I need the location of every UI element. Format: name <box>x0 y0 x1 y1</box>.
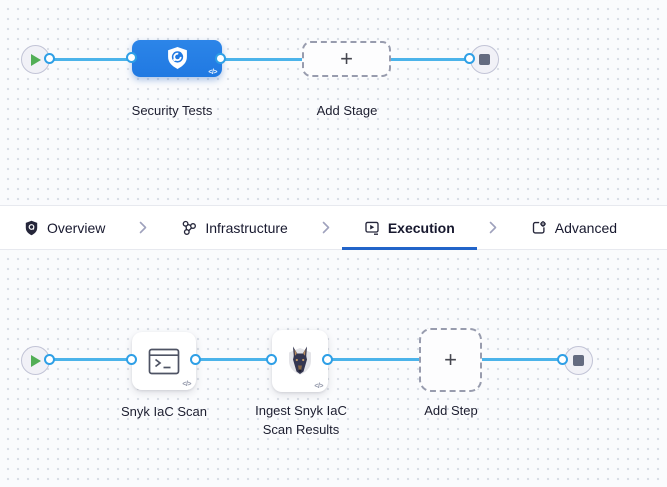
connector-dot <box>44 53 55 64</box>
play-icon <box>31 53 41 66</box>
tab-label: Overview <box>47 219 106 236</box>
plus-icon: + <box>340 46 353 71</box>
step-canvas[interactable]: </> </> + Snyk IaC Scan Ingest <box>0 250 667 487</box>
add-stage-button[interactable]: + <box>302 41 391 77</box>
shield-icon <box>25 220 38 235</box>
advanced-icon <box>532 220 546 234</box>
tab-label: Execution <box>387 219 455 236</box>
tab-infrastructure[interactable]: Infrastructure <box>159 206 309 249</box>
connector-dot <box>126 52 137 63</box>
code-badge: </> <box>182 381 191 388</box>
add-step-label: Add Step <box>424 403 478 418</box>
connector-dot <box>266 354 277 365</box>
connector-dot <box>464 53 475 64</box>
step-label: Ingest Snyk IaC Scan Results <box>255 403 347 437</box>
snyk-doberman-icon <box>289 346 311 375</box>
step-label: Snyk IaC Scan <box>121 404 207 419</box>
execution-end-node <box>564 346 593 375</box>
plus-icon: + <box>444 347 457 372</box>
stage-label: Security Tests <box>131 103 213 118</box>
step-snyk-iac-scan[interactable]: </> <box>132 332 196 390</box>
tab-label: Infrastructure <box>205 219 288 236</box>
terminal-icon <box>148 348 180 374</box>
stage-edge <box>50 58 471 61</box>
connector-dot <box>215 53 226 64</box>
tab-label: Advanced <box>554 219 618 236</box>
connector-dot <box>126 354 137 365</box>
code-badge: </> <box>208 69 217 76</box>
add-stage-label: Add Stage <box>316 103 378 118</box>
connector-dot <box>557 354 568 365</box>
infrastructure-icon <box>182 220 197 235</box>
tab-overview[interactable]: Overview <box>2 206 127 249</box>
tab-execution[interactable]: Execution <box>341 206 477 250</box>
play-icon <box>31 354 41 367</box>
step-ingest-snyk-results[interactable]: </> <box>272 330 328 392</box>
chevron-right-icon <box>322 206 330 249</box>
chevron-right-icon <box>139 206 147 249</box>
chevron-right-icon <box>489 206 497 249</box>
connector-dot <box>44 354 55 365</box>
code-badge: </> <box>314 383 323 390</box>
connector-dot <box>190 354 201 365</box>
stage-canvas[interactable]: </> + Security Tests Add Stage <box>0 0 667 205</box>
stop-icon <box>479 54 490 65</box>
connector-dot <box>322 354 333 365</box>
tab-advanced[interactable]: Advanced <box>509 206 639 249</box>
stop-icon <box>573 355 584 366</box>
execution-icon <box>365 221 379 235</box>
shield-scan-icon <box>167 47 187 69</box>
stage-config-tabs: Overview Infrastructure <box>0 205 667 250</box>
add-step-button[interactable]: + <box>419 328 482 392</box>
stage-security-tests[interactable]: </> <box>132 40 222 77</box>
